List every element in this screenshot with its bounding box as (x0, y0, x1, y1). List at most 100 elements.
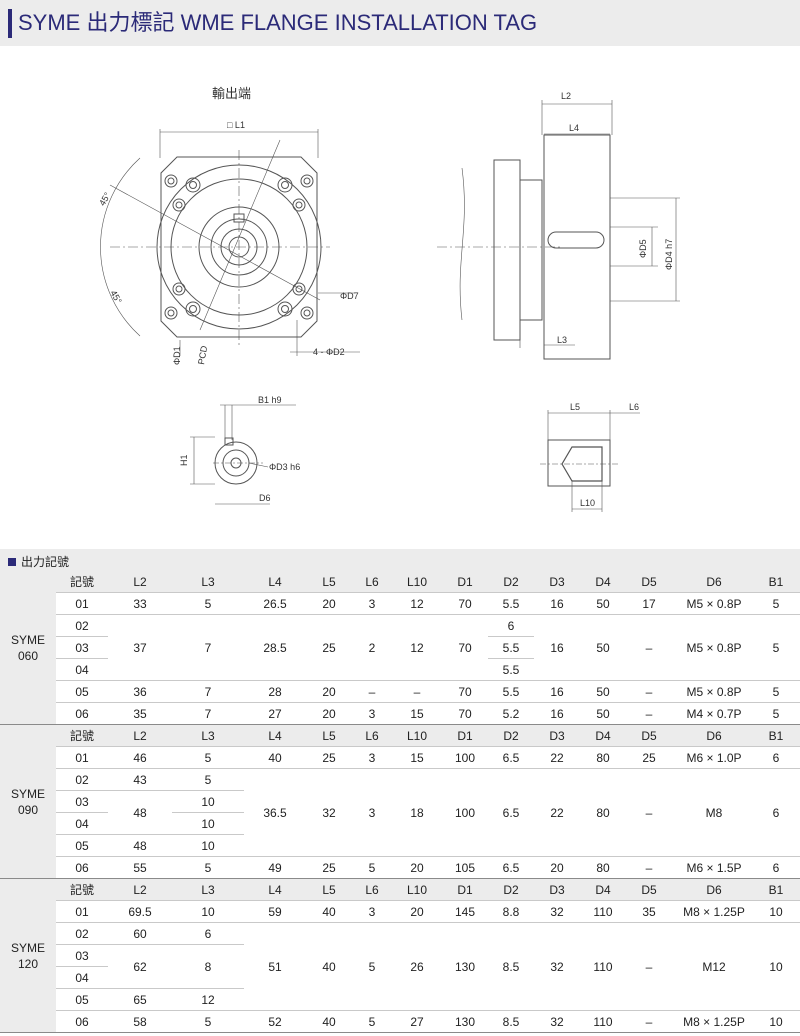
table-cell-code: 06 (56, 1010, 108, 1033)
table-cell-l3: 12 (172, 988, 244, 1011)
table-cell-d5: – (626, 856, 672, 879)
table-cell-d2: 5.5 (488, 636, 534, 659)
table-cell-l3: 7 (172, 702, 244, 725)
table-cell-l5: 20 (306, 702, 352, 725)
column-header: L10 (392, 724, 442, 747)
table-cell-code: 04 (56, 812, 108, 835)
dim-angle-bottom: 45° (108, 289, 124, 306)
table-cell-d4: 50 (580, 592, 626, 615)
table-cell-l10: 20 (392, 900, 442, 923)
table-cell-d5: 35 (626, 900, 672, 923)
table-cell-d1: 100 (442, 746, 488, 769)
table-cell-l10: 26 (392, 922, 442, 1011)
column-header: H1 (796, 724, 800, 747)
table-cell-d1: 105 (442, 856, 488, 879)
column-header: L3 (172, 724, 244, 747)
table-cell-d5: – (626, 680, 672, 703)
flange-side-view (437, 100, 680, 360)
dim-pcd: PCD (196, 344, 209, 365)
table-cell-d4: 110 (580, 1010, 626, 1033)
column-header: 記號 (56, 571, 108, 593)
table-cell-l2: 36 (108, 680, 172, 703)
table-cell-l2: 37 (108, 614, 172, 681)
column-header: D3 (534, 724, 580, 747)
table-cell-d1: 70 (442, 680, 488, 703)
table-cell-d2: 6 (488, 614, 534, 637)
column-header: L6 (352, 571, 392, 593)
table-cell-l2: 58 (108, 1010, 172, 1033)
table-cell-d6: M5 × 0.8P (672, 614, 756, 681)
table-cell-d1: 130 (442, 922, 488, 1011)
column-header: L6 (352, 878, 392, 901)
model-line: SYME (10, 786, 45, 801)
table-cell-l4: 28 (244, 680, 306, 703)
table-cell-l3: 7 (172, 614, 244, 681)
column-header: 記號 (56, 724, 108, 747)
table-cell-d2: 5.2 (488, 702, 534, 725)
table-cell-d6: M8 × 1.25P (672, 900, 756, 923)
column-header: L5 (306, 878, 352, 901)
table-cell-l3: 5 (172, 592, 244, 615)
table-cell-l10: 27 (392, 1010, 442, 1033)
table-cell-h1: 24.5 (796, 746, 800, 769)
table-cell-h1: 18 (796, 614, 800, 681)
table-cell-d5: – (626, 1010, 672, 1033)
table-cell-d4: 50 (580, 680, 626, 703)
table-cell-code: 03 (56, 790, 108, 813)
table-cell-l6: 3 (352, 702, 392, 725)
table-cell-d5: 17 (626, 592, 672, 615)
table-cell-b1: 6 (756, 746, 796, 769)
square-bullet-icon (8, 558, 16, 566)
table-cell-d4: 110 (580, 900, 626, 923)
table-cell-l4: 40 (244, 746, 306, 769)
table-cell-code: 06 (56, 702, 108, 725)
table-cell-d5: – (626, 922, 672, 1011)
section-header-bg (0, 549, 800, 571)
table-cell-l10: 18 (392, 768, 442, 857)
table-cell-code: 03 (56, 636, 108, 659)
table-cell-code: 02 (56, 922, 108, 945)
table-cell-l2: 62 (108, 944, 172, 989)
table-cell-d2: 5.5 (488, 592, 534, 615)
table-cell-l10: 15 (392, 702, 442, 725)
table-cell-b1: 10 (756, 1010, 796, 1033)
column-header: L3 (172, 571, 244, 593)
table-cell-d1: 145 (442, 900, 488, 923)
table-cell-l2: 69.5 (108, 900, 172, 923)
dim-angle-top: 45° (97, 190, 113, 207)
column-header: L5 (306, 724, 352, 747)
column-header: L4 (244, 878, 306, 901)
table-cell-h1: 22.5 (796, 856, 800, 879)
column-header: D6 (672, 878, 756, 901)
table-cell-code: 03 (56, 944, 108, 967)
dim-b1: B1 h9 (258, 395, 282, 405)
dim-l3: L3 (557, 335, 567, 345)
table-cell-d1: 130 (442, 1010, 488, 1033)
table-cell-l3: 5 (172, 746, 244, 769)
table-cell-d3: 16 (534, 702, 580, 725)
column-header: D6 (672, 571, 756, 593)
table-cell-d5: – (626, 702, 672, 725)
table-cell-d2: 5.5 (488, 658, 534, 681)
column-header: L10 (392, 878, 442, 901)
table-cell-b1: 5 (756, 592, 796, 615)
table-cell-d4: 80 (580, 746, 626, 769)
table-cell-l6: 5 (352, 922, 392, 1011)
table-row: 04 (0, 966, 800, 989)
model-line: SYME (10, 940, 45, 955)
table-cell-l2: 35 (108, 702, 172, 725)
table-cell-l2: 48 (108, 790, 172, 835)
table-cell-d2: 8.8 (488, 900, 534, 923)
dim-l4: L4 (569, 123, 579, 133)
